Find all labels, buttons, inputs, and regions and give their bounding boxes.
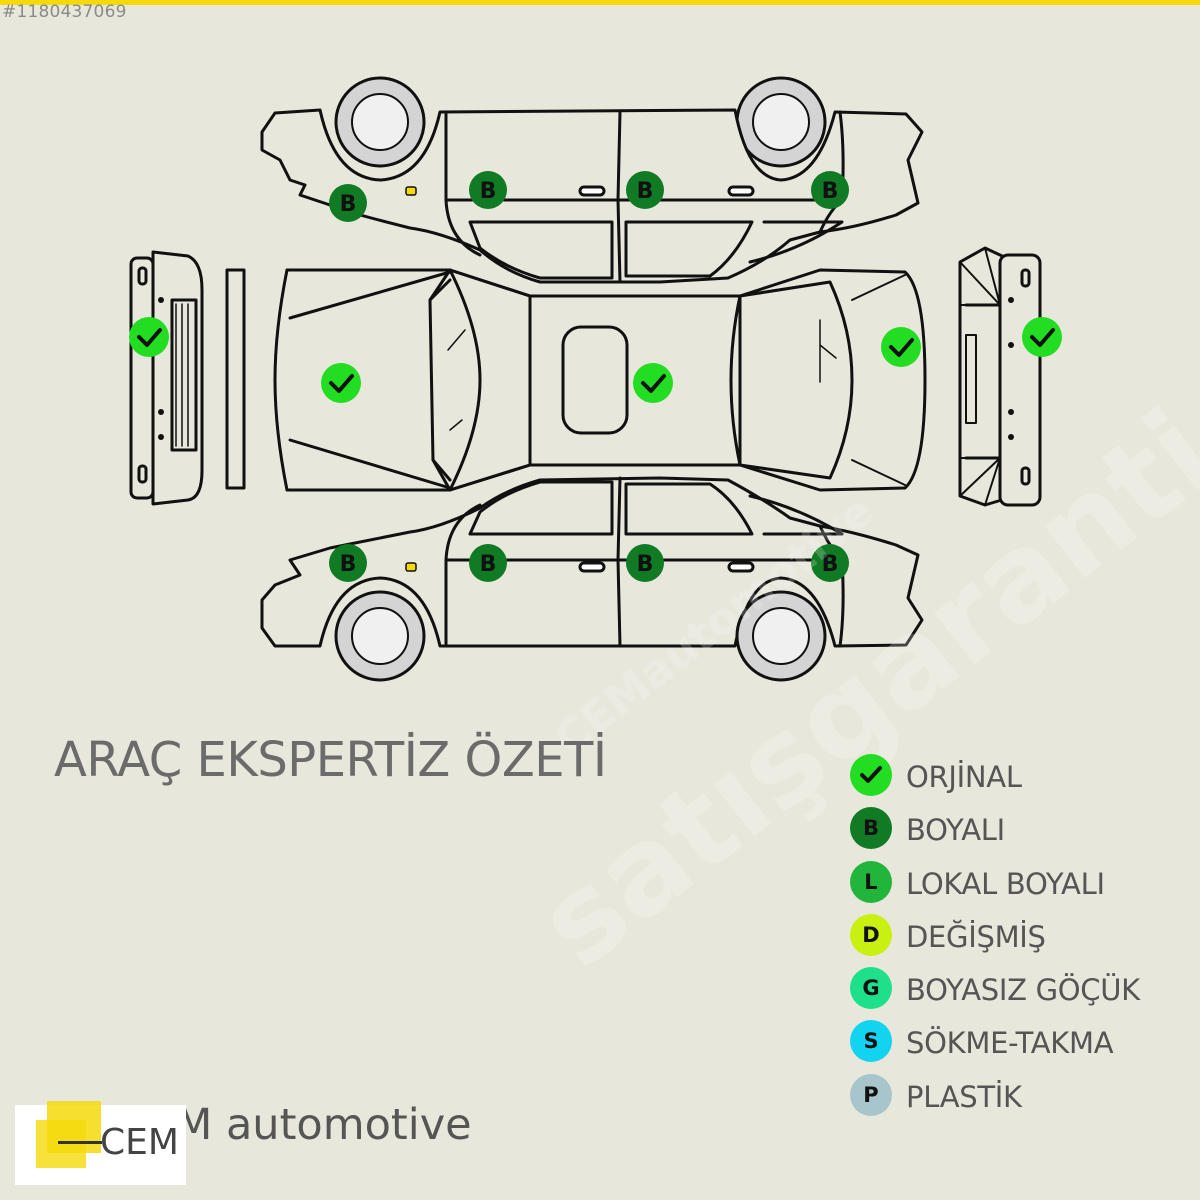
page-title: ARAÇ EKSPERTİZ ÖZETİ — [54, 732, 607, 788]
legend-label: BOYASIZ GÖÇÜK — [906, 973, 1140, 1008]
logo-text: CEM — [100, 1122, 179, 1163]
legend-badge: B — [850, 807, 892, 850]
legend-badge: S — [850, 1020, 892, 1063]
legend-label: BOYALI — [906, 813, 1005, 848]
legend-badge: L — [850, 860, 892, 903]
badge-boyali: B — [626, 171, 664, 209]
badge-orjinal-hood — [881, 327, 921, 367]
car-top-view — [129, 246, 1042, 507]
legend-badge: D — [850, 913, 892, 956]
badge-orjinal-front-bumper — [1022, 317, 1062, 357]
listing-id: #1180437069 — [2, 2, 127, 22]
car-side-top — [260, 76, 924, 284]
svg-text:B: B — [480, 552, 497, 577]
svg-text:B: B — [637, 179, 654, 204]
legend-badge: G — [850, 967, 892, 1010]
svg-text:B: B — [340, 552, 357, 577]
badge-boyali: B — [811, 171, 849, 209]
badge-orjinal-rear-bumper — [129, 317, 169, 357]
legend-label: ORJİNAL — [906, 760, 1022, 794]
badge-boyali: B — [469, 544, 507, 582]
legend-label: DEĞİŞMİŞ — [906, 919, 1046, 954]
badge-orjinal-roof — [633, 363, 673, 403]
logo-line — [58, 1141, 102, 1144]
svg-text:B: B — [480, 179, 497, 204]
svg-text:B: B — [822, 552, 839, 577]
check-icon — [850, 754, 892, 796]
svg-text:B: B — [822, 179, 839, 204]
svg-text:B: B — [340, 192, 357, 217]
badge-boyali: B — [626, 544, 664, 582]
legend-label: LOKAL BOYALI — [906, 866, 1105, 901]
svg-text:B: B — [637, 552, 654, 577]
legend-badge: P — [850, 1073, 892, 1116]
badge-orjinal-trunk — [321, 363, 361, 403]
badge-boyali: B — [329, 184, 367, 222]
car-side-bottom — [260, 476, 924, 682]
legend-label: SÖKME-TAKMA — [906, 1026, 1114, 1061]
legend-label: PLASTİK — [906, 1079, 1022, 1114]
badge-boyali: B — [469, 171, 507, 209]
badge-boyali: B — [329, 544, 367, 582]
top-accent-bar — [0, 0, 1200, 5]
logo-square — [36, 1120, 86, 1168]
badge-boyali: B — [811, 544, 849, 582]
